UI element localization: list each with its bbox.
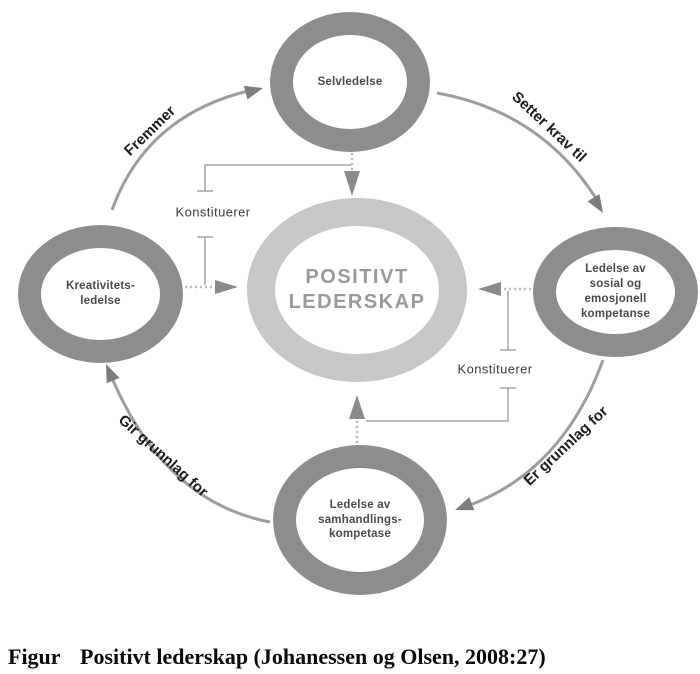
positivt-lederskap-diagram: Selvledelse Kreativitets- ledelse Ledels… [18, 12, 698, 595]
konstituerer-upper-bracket [204, 164, 351, 191]
node-samhandlingskompetanse: Ledelse av samhandlings- kompetase [273, 445, 447, 595]
figure-caption-text: Positivt lederskap (Johanessen og Olsen,… [80, 644, 546, 669]
konstituerer-upper-label: Konstituerer [175, 204, 251, 220]
dotted-arrow-right-head-icon [478, 282, 501, 296]
node-selvledelse-label: Selvledelse [317, 75, 383, 88]
node-positivt-lederskap: POSITIVT LEDERSKAP [247, 198, 467, 382]
arc-label-setter-krav-til: Setter krav til [508, 88, 590, 166]
node-samhandlingskompetanse-label: Ledelse av samhandlings- kompetase [318, 498, 402, 541]
arc-setter-krav-til-arrowhead-icon [587, 194, 603, 213]
arc-fremmer-arrowhead-icon [243, 85, 263, 100]
arc-label-er-grunnlag-for: Er grunnlag for [520, 402, 612, 490]
konstituerer-lower-label: Konstituerer [457, 361, 533, 377]
node-sosial-emosjonell-kompetanse-label: Ledelse av sosial og emosjonell kompetan… [580, 263, 651, 320]
node-kreativitetsledelse: Kreativitets- ledelse [18, 225, 183, 363]
arc-gir-grunnlag-for [110, 377, 271, 524]
arc-label-gir-grunnlag-for: Gir grunnlag for [114, 411, 212, 501]
dotted-arrow-left-head-icon [215, 280, 238, 294]
konstituerer-lower-bracket [366, 388, 509, 422]
dotted-arrow-bottom-head-icon [349, 395, 365, 419]
dotted-arrow-top-head-icon [344, 171, 360, 196]
arc-er-grunnlag-for-arrowhead-icon [455, 497, 475, 511]
arc-gir-grunnlag-for-arrowhead-icon [106, 364, 120, 384]
node-positivt-lederskap-label: POSITIVT LEDERSKAP [288, 266, 426, 313]
node-kreativitetsledelse-label: Kreativitets- ledelse [65, 280, 136, 307]
figure-caption: Figur Positivt lederskap (Johanessen og … [0, 644, 700, 674]
node-sosial-emosjonell-kompetanse: Ledelse av sosial og emosjonell kompetan… [533, 227, 698, 357]
figure-caption-prefix: Figur [8, 644, 61, 669]
arc-label-fremmer: Fremmer [121, 102, 179, 160]
node-selvledelse: Selvledelse [270, 12, 430, 152]
